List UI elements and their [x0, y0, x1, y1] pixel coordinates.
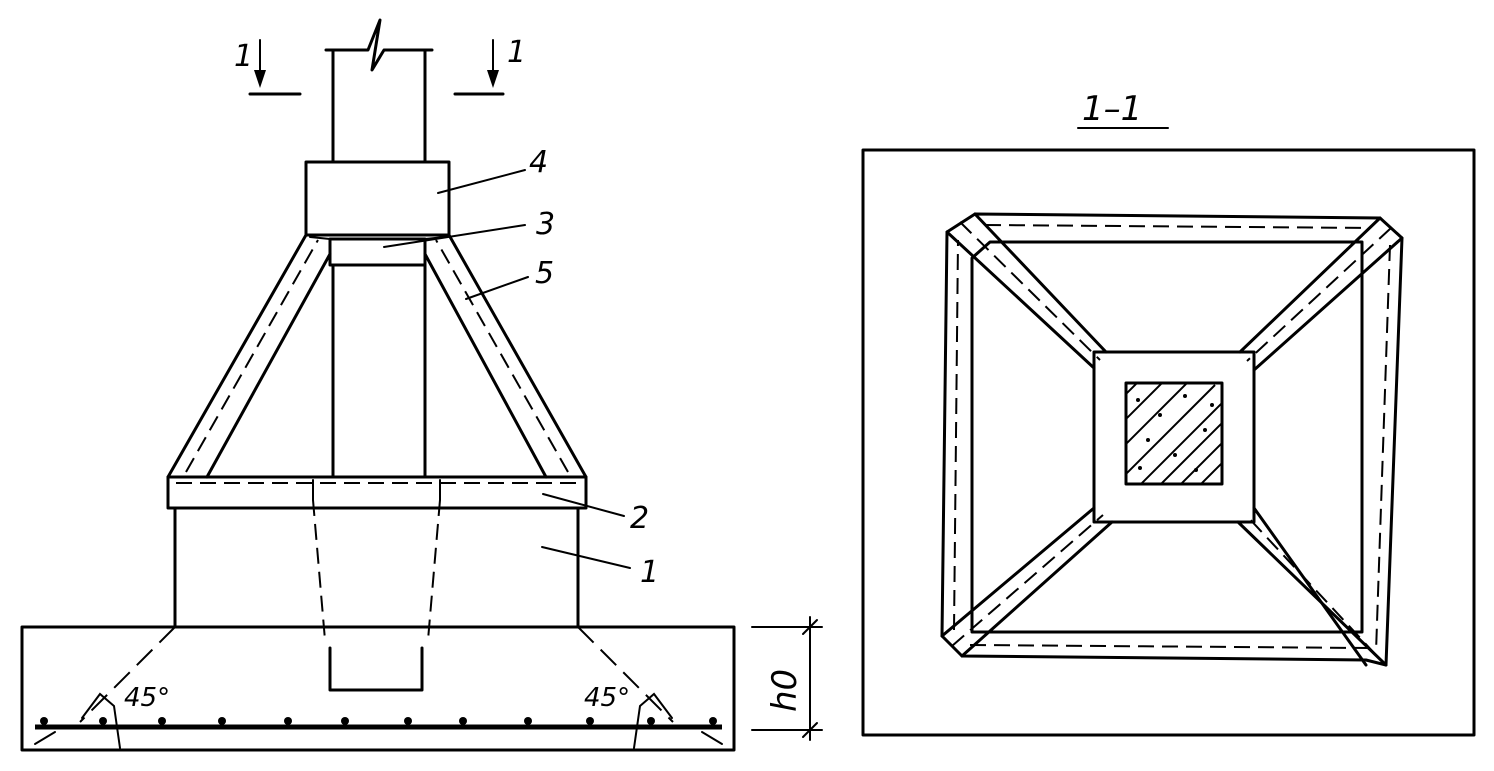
plan-slab: [861, 148, 1476, 737]
foundation-slab: [20, 625, 736, 752]
section-mark-right-label: 1: [507, 35, 526, 70]
plan-frame: [940, 212, 1404, 667]
angle-right-label: 45°: [584, 683, 630, 713]
plan-view: 1–1: [861, 89, 1476, 737]
bottom-reinforcement: [34, 717, 723, 745]
elevation-view: 1 1 4 3 5 2 1 45° 45°: [20, 18, 823, 752]
column-collar: [304, 160, 451, 267]
callout-3-label: 3: [536, 207, 555, 242]
section-mark-left: 1: [234, 39, 302, 96]
plan-collar: [1092, 350, 1256, 524]
callout-5: 5: [465, 256, 554, 300]
dimension-h0: h0: [751, 616, 823, 741]
section-mark-left-label: 1: [234, 39, 253, 74]
callout-4-label: 4: [529, 145, 548, 180]
punching-cone-lines: [79, 626, 674, 749]
section-mark-right: 1: [453, 35, 526, 96]
angle-left-label: 45°: [124, 683, 170, 713]
plan-diagonal-struts: [940, 212, 1404, 667]
dimension-h0-label: h0: [765, 669, 805, 712]
horizontal-frame: [166, 475, 588, 510]
inclined-struts: [166, 233, 588, 479]
plan-title: 1–1: [1082, 89, 1142, 129]
pedestal: [173, 506, 580, 629]
callout-2-label: 2: [630, 501, 649, 536]
callout-1: 1: [541, 546, 659, 590]
column: [324, 18, 434, 479]
column-socket: [312, 479, 441, 692]
callout-2: 2: [542, 493, 649, 536]
callout-3: 3: [383, 207, 555, 248]
callout-4: 4: [437, 145, 548, 194]
break-line: [324, 18, 434, 72]
callout-5-label: 5: [535, 256, 554, 291]
plan-column-section: [1124, 381, 1224, 486]
callout-1-label: 1: [640, 555, 659, 590]
